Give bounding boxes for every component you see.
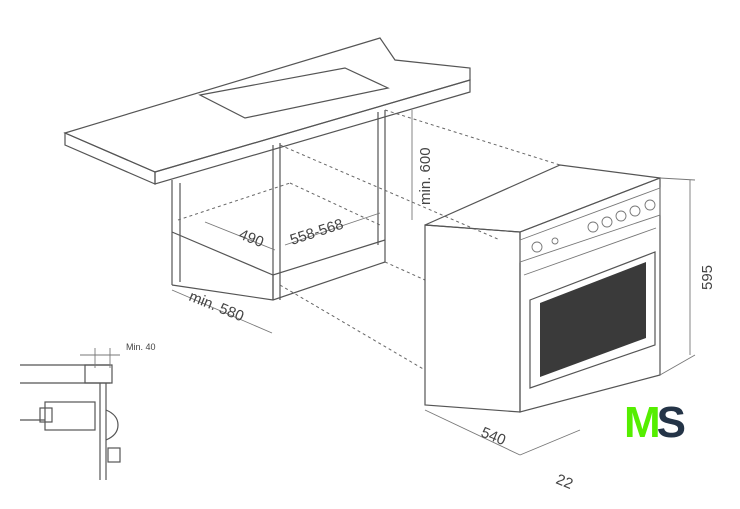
dim-line-490 (204, 221, 276, 251)
knob-icon[interactable] (587, 221, 599, 233)
label-cabinet-height: min. 600 (417, 147, 434, 205)
label-cutout-width: 558-568 (288, 216, 346, 249)
knob-icon[interactable] (531, 241, 543, 253)
cabinet (171, 110, 386, 301)
indicator-icon (551, 237, 559, 245)
knob-icon[interactable] (629, 205, 641, 217)
label-front-offset: 22 (554, 471, 576, 493)
hob-cutout (198, 67, 390, 119)
oven (424, 164, 661, 413)
dim-line-580 (171, 289, 273, 334)
label-oven-depth: 540 (479, 424, 509, 449)
control-knobs (531, 199, 656, 253)
dim-line-558 (284, 212, 381, 246)
oven-window (529, 251, 656, 389)
ms-logo: MS (624, 398, 686, 447)
knob-icon[interactable] (644, 199, 656, 211)
knob-icon[interactable] (615, 210, 627, 222)
label-oven-height: 595 (699, 265, 716, 290)
label-cutout-depth: 490 (237, 226, 267, 251)
countertop (63, 37, 471, 185)
label-detail-clearance: Min. 40 (126, 342, 156, 352)
clearance-detail (20, 348, 121, 480)
dim-line-540 (424, 409, 521, 456)
knob-icon[interactable] (601, 216, 613, 228)
label-cabinet-depth: min. 580 (187, 288, 247, 325)
